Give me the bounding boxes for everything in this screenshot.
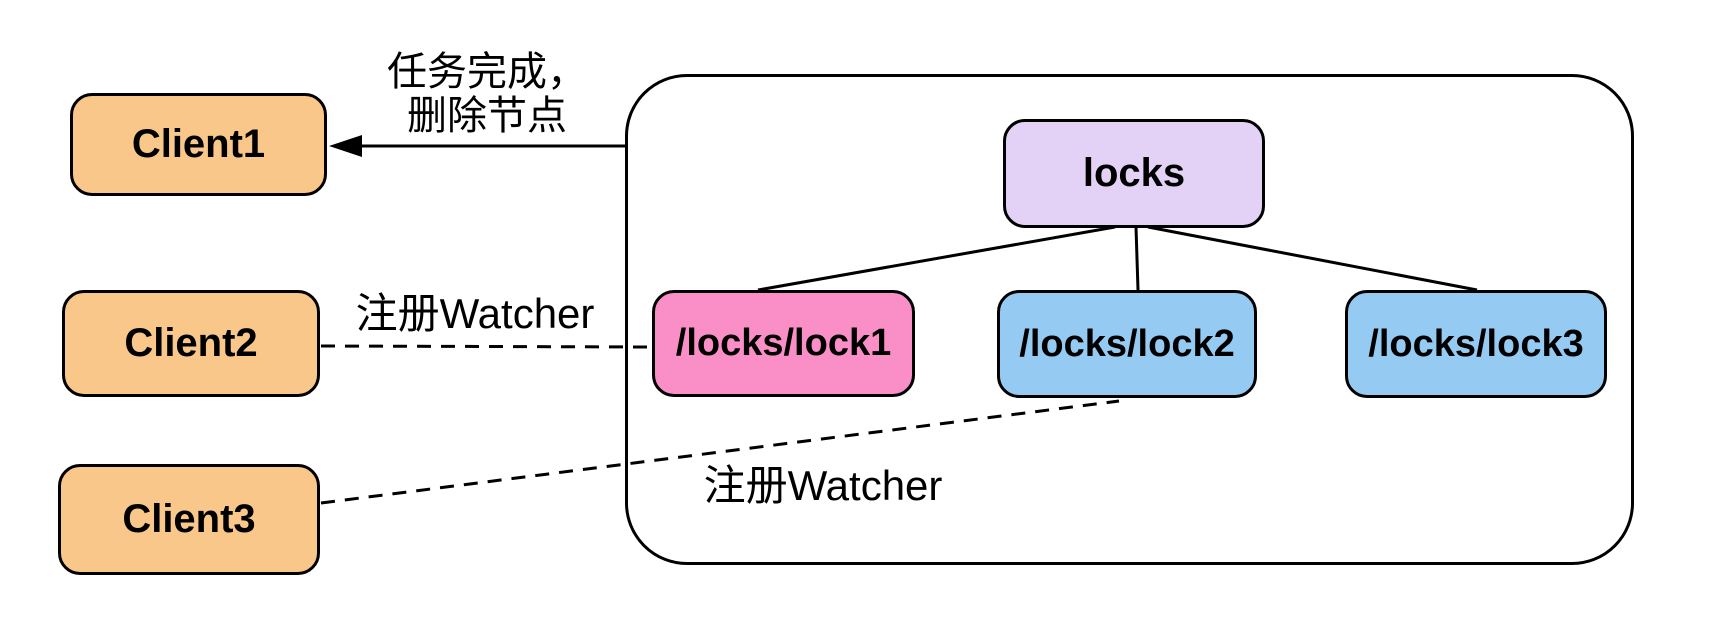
lock1-label: /locks/lock1 bbox=[675, 322, 892, 364]
locks-root-node: locks bbox=[1003, 119, 1265, 228]
task-done-annotation: 任务完成， 删除节点 bbox=[357, 50, 617, 138]
lock2-node: /locks/lock2 bbox=[997, 290, 1257, 398]
client3-box: Client3 bbox=[58, 464, 320, 575]
task-done-line2: 删除节点 bbox=[407, 94, 567, 138]
locks-root-label: locks bbox=[1082, 151, 1186, 195]
client2-label: Client2 bbox=[124, 321, 258, 365]
client3-label: Client3 bbox=[122, 497, 256, 541]
watcher-annotation-client2: 注册Watcher bbox=[355, 290, 595, 337]
arrow-head-left-icon bbox=[329, 135, 362, 157]
lock2-label: /locks/lock2 bbox=[1019, 322, 1235, 365]
client1-label: Client1 bbox=[131, 122, 266, 166]
watcher-annotation-client3: 注册Watcher bbox=[703, 462, 943, 509]
lock1-node: /locks/lock1 bbox=[652, 290, 915, 397]
lock3-label: /locks/lock3 bbox=[1368, 322, 1584, 365]
client2-box: Client2 bbox=[62, 290, 320, 397]
watcher-line-client2-lock1 bbox=[320, 344, 652, 349]
task-done-line1: 任务完成， bbox=[387, 50, 587, 94]
lock3-node: /locks/lock3 bbox=[1345, 290, 1607, 398]
client1-box: Client1 bbox=[70, 93, 327, 196]
